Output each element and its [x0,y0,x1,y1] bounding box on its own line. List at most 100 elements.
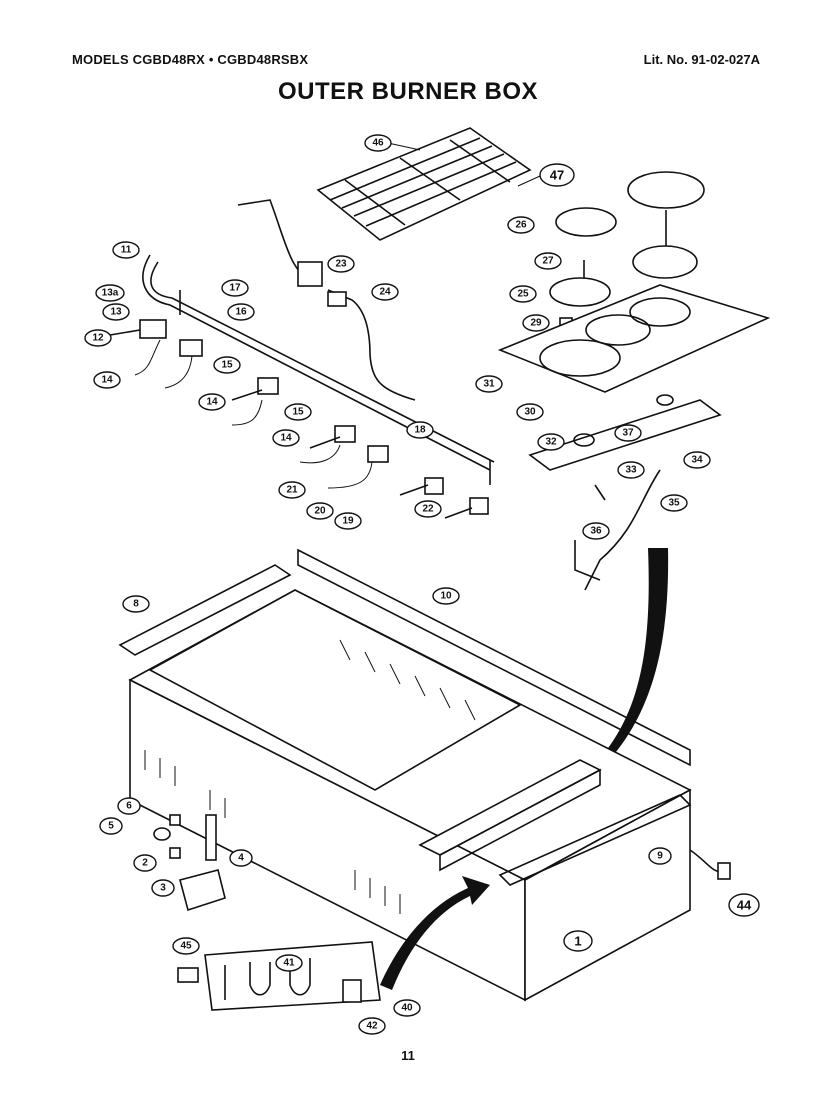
callout-11: 11 [112,241,140,259]
callout-14c: 14 [272,429,300,447]
svg-text:22: 22 [422,504,434,515]
manifold-assembly-part [142,199,495,485]
svg-text:10: 10 [440,591,452,602]
callout-10: 10 [432,587,460,605]
svg-text:27: 27 [542,256,554,267]
svg-text:1: 1 [574,934,581,949]
callout-15b: 15 [284,403,312,421]
callout-13: 13 [102,303,130,321]
callout-labels: 46 47 26 27 25 29 31 30 32 37 33 34 35 3… [84,134,760,1035]
svg-text:6: 6 [126,801,132,812]
callout-44: 44 [728,893,760,917]
svg-text:14: 14 [280,433,292,444]
callout-6: 6 [117,797,141,815]
svg-text:26: 26 [515,220,527,231]
callout-16: 16 [227,303,255,321]
svg-text:45: 45 [180,941,192,952]
callout-32: 32 [537,433,565,451]
page-title: OUTER BURNER BOX [277,78,538,105]
callout-25: 25 [509,285,537,303]
svg-text:46: 46 [372,138,384,149]
svg-text:19: 19 [342,516,354,527]
svg-text:35: 35 [668,498,680,509]
svg-text:25: 25 [517,289,529,300]
outer-burner-box-part [118,548,692,1002]
svg-text:30: 30 [524,407,536,418]
callout-15a: 15 [213,356,241,374]
callout-35: 35 [660,494,688,512]
svg-text:16: 16 [235,307,247,318]
svg-text:12: 12 [92,333,104,344]
svg-text:47: 47 [550,168,564,183]
callout-27: 27 [534,252,562,270]
callout-1: 1 [563,930,593,952]
svg-text:29: 29 [530,318,542,329]
callout-42: 42 [358,1017,386,1035]
callout-45: 45 [172,937,200,955]
svg-text:42: 42 [366,1021,378,1032]
callout-13a: 13a [95,284,125,302]
callout-22: 22 [414,500,442,518]
svg-text:4: 4 [238,853,244,864]
svg-text:14: 14 [206,397,218,408]
svg-text:44: 44 [737,898,752,913]
grate-part [316,127,532,241]
callout-26: 26 [507,216,535,234]
callout-14a: 14 [93,371,121,389]
igniter-parts [153,814,226,912]
callout-36: 36 [582,522,610,540]
svg-text:20: 20 [314,506,326,517]
svg-text:37: 37 [622,428,634,439]
svg-text:15: 15 [292,407,304,418]
callout-4: 4 [229,849,253,867]
svg-text:21: 21 [286,485,298,496]
callout-12: 12 [84,329,112,347]
burner-top-panel-part [497,284,771,393]
callout-2: 2 [133,854,157,872]
svg-text:31: 31 [483,379,495,390]
svg-text:23: 23 [335,259,347,270]
svg-text:18: 18 [414,425,426,436]
callout-21: 21 [278,481,306,499]
callout-41: 41 [275,954,303,972]
callout-33: 33 [617,461,645,479]
svg-text:5: 5 [108,821,114,832]
svg-text:13a: 13a [102,288,119,299]
svg-text:40: 40 [401,1003,413,1014]
svg-text:2: 2 [142,858,148,869]
svg-text:13: 13 [110,307,122,318]
callout-47: 47 [539,163,575,187]
models-header: MODELS CGBD48RX • CGBD48RSBX [72,52,309,67]
svg-text:11: 11 [121,245,132,256]
svg-text:41: 41 [283,958,295,969]
callout-24: 24 [371,283,399,301]
control-bracket-part [177,941,381,1011]
callout-34: 34 [683,451,711,469]
callout-46: 46 [364,134,392,152]
svg-text:9: 9 [657,851,663,862]
svg-text:14: 14 [101,375,113,386]
lit-number: Lit. No. 91-02-027A [643,52,760,67]
svg-text:33: 33 [625,465,637,476]
tubing-part [574,469,661,591]
svg-text:24: 24 [379,287,391,298]
svg-text:32: 32 [545,437,557,448]
callout-19: 19 [334,512,362,530]
svg-text:3: 3 [160,883,166,894]
svg-text:17: 17 [229,283,241,294]
callout-3: 3 [151,879,175,897]
svg-text:15: 15 [221,360,233,371]
page-number: 11 [401,1048,415,1063]
callout-20: 20 [306,502,334,520]
assembly-arrow-small [380,876,490,990]
callout-30: 30 [516,403,544,421]
callout-9: 9 [648,847,672,865]
callout-29: 29 [522,314,550,332]
callout-40: 40 [393,999,421,1017]
power-cord-part [689,849,731,880]
callout-5: 5 [99,817,123,835]
svg-text:36: 36 [590,526,602,537]
svg-text:34: 34 [691,455,703,466]
callout-37: 37 [614,424,642,442]
